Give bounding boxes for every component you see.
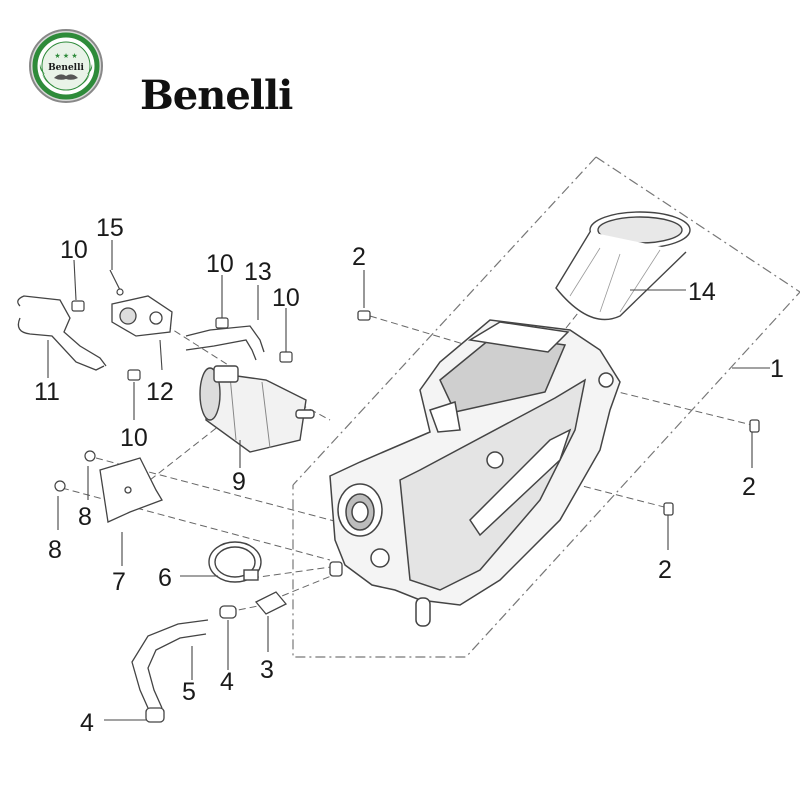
- benelli-emblem-icon: ★ ★ ★ Benelli: [29, 29, 103, 103]
- part-3-fitting: [254, 561, 343, 615]
- part-12-valve: [111, 295, 173, 337]
- callout-8: 8: [48, 536, 62, 564]
- part-8-screws: [54, 450, 96, 492]
- part-2-screws: [357, 310, 760, 516]
- callout-4: 4: [80, 709, 94, 737]
- callout-8: 8: [78, 503, 92, 531]
- callout-3: 3: [260, 656, 274, 684]
- callout-leaders: [47, 240, 770, 721]
- part-1-airbox-housing: [329, 319, 621, 627]
- part-13-hose: [185, 325, 265, 361]
- callout-10: 10: [120, 424, 148, 452]
- callout-10: 10: [60, 236, 88, 264]
- callout-2: 2: [658, 556, 672, 584]
- part-15-bolt: [109, 269, 124, 296]
- callout-4: 4: [220, 668, 234, 696]
- part-4-clips: [145, 605, 237, 723]
- callout-2: 2: [742, 473, 756, 501]
- callout-2: 2: [352, 243, 366, 271]
- svg-text:★ ★ ★: ★ ★ ★: [54, 52, 77, 60]
- callout-15: 15: [96, 214, 124, 242]
- brand-name: Benelli: [140, 72, 293, 119]
- callout-10: 10: [206, 250, 234, 278]
- part-11-hose: [17, 295, 107, 371]
- callout-5: 5: [182, 678, 196, 706]
- callout-6: 6: [158, 564, 172, 592]
- callout-10: 10: [272, 284, 300, 312]
- callout-13: 13: [244, 258, 272, 286]
- brand-logo: ★ ★ ★ Benelli Benelli: [28, 28, 293, 119]
- part-6-clamp: [208, 541, 262, 583]
- callout-7: 7: [112, 568, 126, 596]
- callout-9: 9: [232, 468, 246, 496]
- callout-labels: 1 2 2 2 14 3 4 4 5 6 7 8 8 9 10 10 10 10…: [34, 214, 784, 737]
- part-7-bracket: [99, 457, 163, 523]
- callout-12: 12: [146, 378, 174, 406]
- emblem-text: Benelli: [48, 63, 84, 73]
- callout-11: 11: [34, 378, 60, 406]
- part-9-canister: [199, 365, 315, 453]
- callout-14: 14: [688, 278, 716, 306]
- part-14-air-filter-element: [555, 211, 691, 321]
- callout-1: 1: [770, 355, 784, 383]
- part-10-clips: [71, 300, 293, 381]
- part-5-hose: [131, 619, 209, 709]
- assembly-boundary: [292, 156, 800, 658]
